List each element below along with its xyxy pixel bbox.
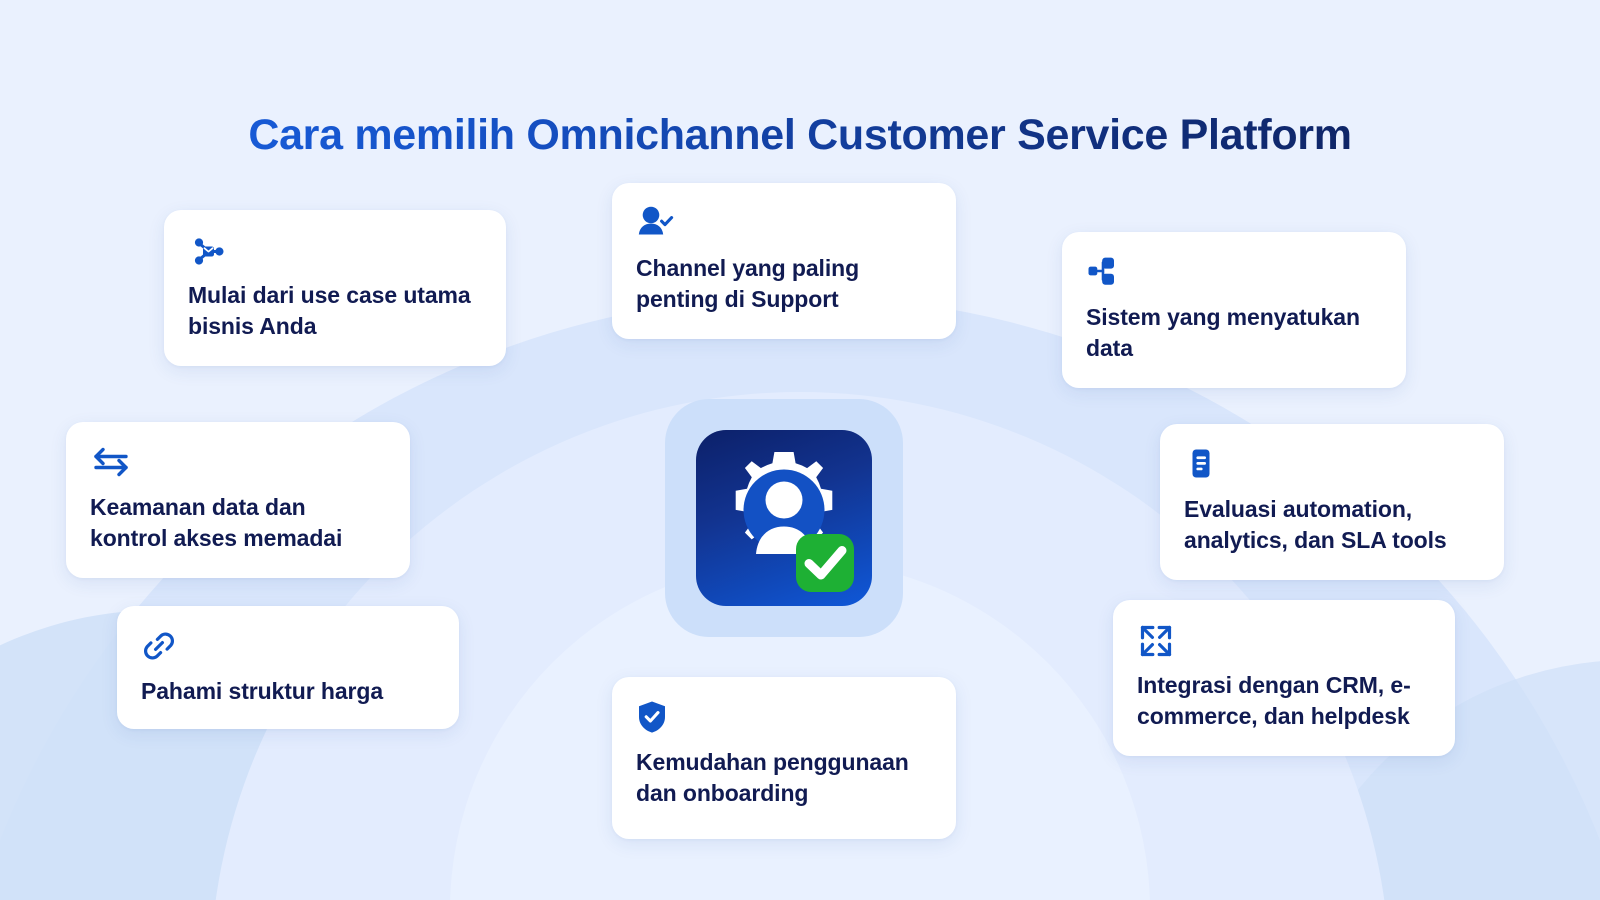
page-title: Cara memilih Omnichannel Customer Servic… xyxy=(0,111,1600,160)
document-lines-icon xyxy=(1184,446,1480,482)
card-evaluation-tools[interactable]: Evaluasi automation, analytics, dan SLA … xyxy=(1160,424,1504,580)
center-hero xyxy=(665,399,903,637)
card-unified-system[interactable]: Sistem yang menyatukan data xyxy=(1062,232,1406,388)
link-chain-icon xyxy=(141,628,435,664)
card-ease-of-use[interactable]: Kemudahan penggunaan dan onboarding xyxy=(612,677,956,839)
gear-user-check-icon xyxy=(696,430,872,606)
card-label: Channel yang paling penting di Support xyxy=(636,255,860,312)
card-use-case[interactable]: Mulai dari use case utama bisnis Anda xyxy=(164,210,506,366)
card-label: Evaluasi automation, analytics, dan SLA … xyxy=(1184,496,1447,553)
user-check-icon xyxy=(636,205,932,241)
network-node-icon xyxy=(188,232,482,268)
card-integrations[interactable]: Integrasi dengan CRM, e-commerce, dan he… xyxy=(1113,600,1455,756)
shield-check-icon xyxy=(636,699,932,735)
card-label: Mulai dari use case utama bisnis Anda xyxy=(188,282,471,339)
card-label: Pahami struktur harga xyxy=(141,678,384,704)
card-label: Kemudahan penggunaan dan onboarding xyxy=(636,749,909,806)
card-label: Sistem yang menyatukan data xyxy=(1086,304,1360,361)
card-label: Integrasi dengan CRM, e-commerce, dan he… xyxy=(1137,672,1411,729)
bidirectional-arrow-icon xyxy=(90,444,386,480)
card-pricing-structure[interactable]: Pahami struktur harga xyxy=(117,606,459,729)
card-label: Keamanan data dan kontrol akses memadai xyxy=(90,494,343,551)
sitemap-icon xyxy=(1086,254,1382,290)
card-data-security[interactable]: Keamanan data dan kontrol akses memadai xyxy=(66,422,410,578)
card-channel-priority[interactable]: Channel yang paling penting di Support xyxy=(612,183,956,339)
expand-arrows-icon xyxy=(1137,622,1431,658)
